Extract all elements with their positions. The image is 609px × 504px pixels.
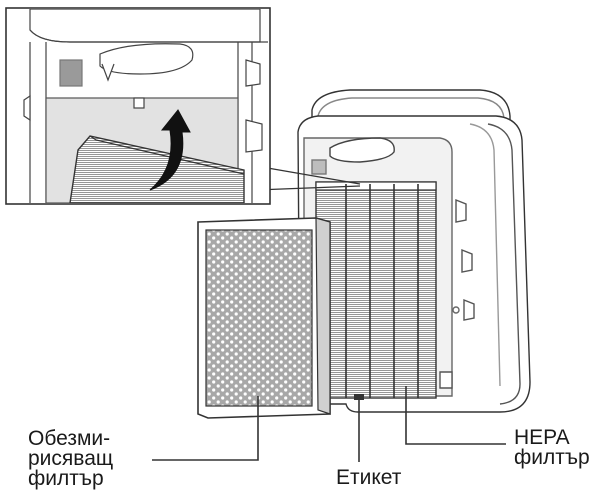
tag-marker — [354, 394, 364, 400]
hepa-filter — [315, 181, 437, 400]
lift-arrow-icon — [149, 109, 191, 191]
hepa-label-line-2: филтър — [514, 446, 590, 469]
callout-lines — [152, 386, 506, 462]
deodorizing-filter-label: Обезми- рисяващ филтър — [28, 427, 114, 490]
hepa-leader — [405, 386, 506, 445]
hepa-filter-label: HEPA филтър — [514, 426, 590, 469]
hepa-label-line-1: HEPA — [514, 426, 570, 449]
zoom-leader — [255, 165, 361, 191]
deodorizing-label-line-1: Обезми- — [28, 427, 111, 450]
deodorizing-label-line-3: филтър — [28, 467, 104, 490]
inset-detail — [5, 7, 271, 205]
deodorizing-leader — [152, 396, 259, 461]
tag-label: Етикет — [336, 466, 402, 489]
deodorizing-filter — [197, 217, 331, 419]
deodorizing-label-line-2: рисяващ — [28, 447, 114, 470]
